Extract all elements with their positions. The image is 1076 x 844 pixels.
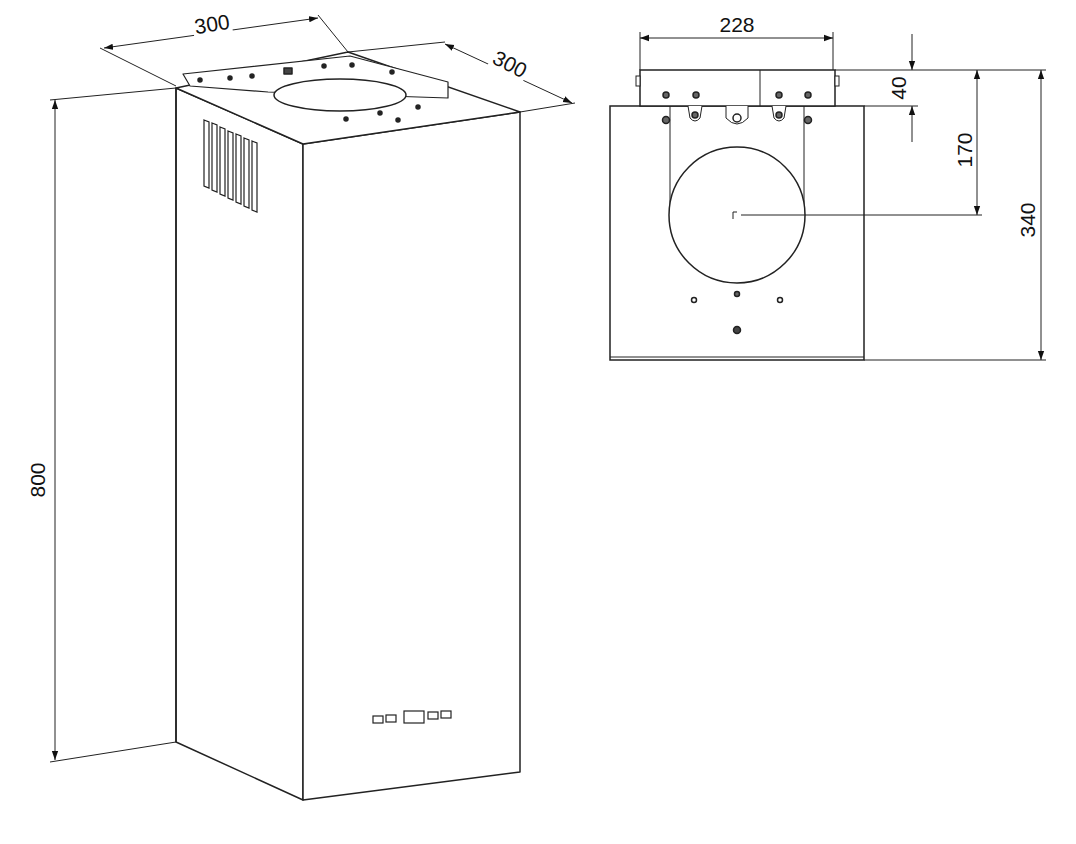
dimension-lines-part [100, 48, 176, 86]
dimension-label: 40 [887, 74, 910, 101]
plate-dimension-lines-part [1041, 70, 1042, 360]
hood-body-part [390, 70, 394, 74]
plate-dimension-lines [640, 32, 1046, 360]
plate-dimension-lines-part [864, 360, 1046, 361]
mounting-plate-part [610, 106, 864, 360]
dimension-lines-part [445, 44, 572, 103]
plate-dimension-lines-part [864, 106, 918, 107]
dimension-lines-part [50, 88, 176, 100]
hood-body-part [396, 118, 400, 122]
control-panel [373, 711, 451, 723]
control-panel-part [428, 712, 438, 719]
plate-dimension-lines-part [912, 34, 913, 70]
mounting-plate-part [692, 112, 698, 118]
hood-body-part [350, 63, 354, 67]
mounting-plate-part [772, 106, 786, 121]
mounting-plate-part [734, 327, 741, 334]
dimension-lines-part [50, 742, 176, 762]
control-panel-part [441, 711, 451, 718]
mounting-plate-part [778, 298, 783, 303]
mounting-plate-part [688, 106, 702, 121]
dimension-label: 300 [487, 45, 532, 83]
vent-slots-part [228, 131, 233, 200]
vent-slots-part [212, 123, 217, 192]
vent-slots [204, 120, 257, 212]
dimension-lines-part [348, 42, 445, 52]
mounting-plate-part [726, 106, 748, 124]
vent-slots-part [204, 120, 209, 188]
hood-body-part [198, 78, 202, 82]
mounting-plate-part [640, 70, 835, 106]
dimension-label: 340 [1016, 200, 1039, 239]
mounting-plate-part [835, 76, 839, 86]
plate-dimension-lines-part [640, 38, 833, 39]
hood-body-part [274, 79, 406, 111]
vent-slots-part [220, 127, 225, 196]
plate-dimension-lines-part [741, 215, 982, 216]
dimension-label: 300 [191, 10, 233, 39]
dimension-lines [50, 15, 575, 762]
mounting-plate-part [693, 92, 699, 98]
plate-dimension-lines-part [912, 106, 913, 142]
vent-slots-part [252, 141, 257, 212]
mounting-plate-part [776, 112, 782, 118]
control-panel-part [404, 711, 424, 723]
control-panel-part [373, 716, 383, 723]
hood-body-part [228, 76, 232, 80]
control-panel-part [386, 715, 396, 722]
plate-dimension-lines-part [835, 70, 1046, 71]
dimension-label: 228 [717, 13, 756, 36]
hood-body-part [284, 68, 292, 74]
dimension-lines-part [520, 103, 575, 112]
dimension-lines-part [55, 100, 56, 760]
mounting-plate-part [610, 357, 864, 358]
mounting-plate-part [733, 212, 734, 219]
mounting-plate-part [805, 117, 812, 124]
hood-body [176, 52, 520, 800]
mounting-plate-part [776, 92, 782, 98]
plate-dimension-lines-part [977, 70, 978, 215]
hood-body-part [303, 112, 520, 800]
mounting-plate-part [663, 92, 669, 98]
mounting-plate-part [733, 114, 741, 122]
dimension-lines-part [318, 15, 348, 52]
mounting-plate-part [663, 117, 670, 124]
mounting-plate-part [805, 92, 811, 98]
hood-body-part [250, 74, 254, 78]
hood-body-part [175, 88, 177, 742]
hood-body-part [322, 64, 326, 68]
mounting-plate-part [733, 212, 737, 213]
dimension-label: 170 [953, 130, 976, 169]
hood-body-part [344, 117, 348, 121]
dimension-label: 800 [26, 460, 49, 499]
mounting-plate-part [760, 70, 761, 106]
vent-slots-part [244, 138, 249, 208]
hood-body-part [378, 111, 382, 115]
mounting-plate-part [636, 76, 640, 86]
hood-body-part [176, 88, 303, 800]
mounting-plate-part [735, 292, 740, 297]
vent-slots-part [236, 134, 241, 204]
hood-body-part [416, 105, 420, 109]
mounting-plate-part [692, 298, 697, 303]
